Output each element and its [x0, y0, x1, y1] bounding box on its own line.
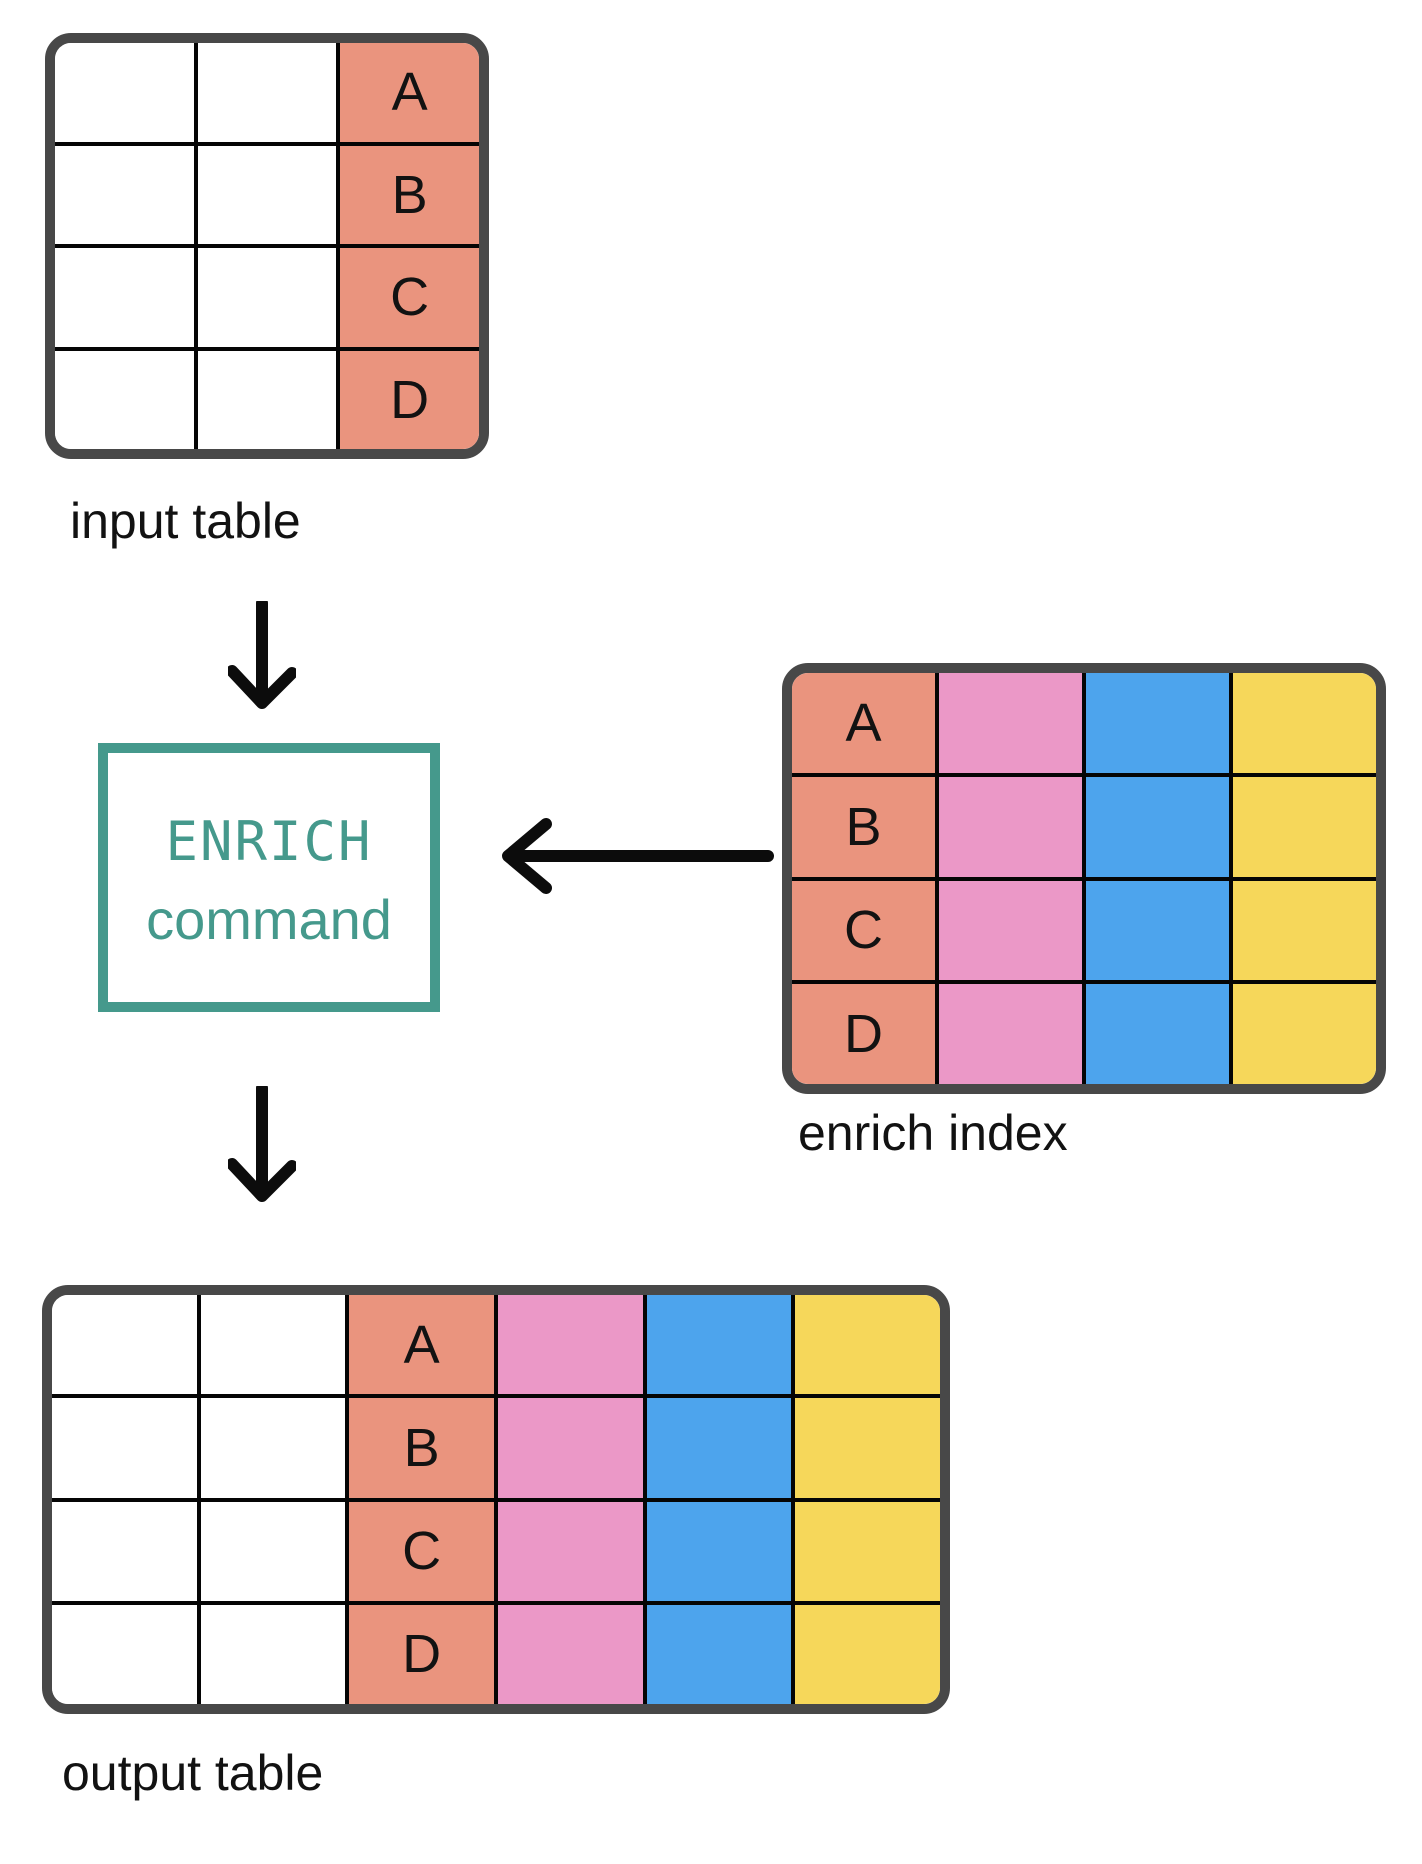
table-cell: [200, 1394, 346, 1497]
table-cell: [795, 1394, 940, 1497]
table-cell: [1086, 980, 1229, 1084]
table-cell: [55, 346, 194, 450]
table-cell: [939, 876, 1082, 981]
table-cell: [647, 1295, 792, 1394]
table-column-white: [193, 43, 337, 450]
down-arrow-icon: [228, 1086, 296, 1202]
table-cell: [939, 673, 1082, 773]
table-cell: [1233, 980, 1376, 1084]
table-cell: [201, 1295, 346, 1394]
table-cell: [197, 346, 337, 450]
table-cell: [939, 772, 1082, 877]
table-cell: [200, 1600, 346, 1704]
table-cell: [52, 1394, 197, 1497]
table-cell: [498, 1394, 643, 1497]
table-cell: [197, 244, 337, 347]
table-cell: [1086, 772, 1229, 877]
enrich-command-keyword: ENRICH: [165, 809, 373, 873]
table-cell: [1233, 876, 1376, 981]
table-cell: [55, 244, 194, 347]
table-cell: D: [792, 980, 935, 1084]
table-column-blue: [642, 1295, 792, 1704]
table-cell: [1233, 772, 1376, 877]
table-cell: B: [792, 772, 935, 877]
table-cell: A: [391, 62, 428, 123]
table-cell: [646, 1600, 792, 1704]
enrich-command-word: command: [146, 887, 392, 951]
table-column-white: [196, 1295, 346, 1704]
table-cell: B: [349, 1394, 495, 1497]
down-arrow-stroke: [228, 601, 296, 709]
enrich-index-label: enrich index: [798, 1105, 1068, 1161]
table-cell: [197, 141, 337, 245]
table-cell: C: [792, 876, 935, 981]
input-table-label: input table: [70, 493, 301, 549]
table-cell: [795, 1497, 940, 1601]
table-cell: [55, 43, 194, 142]
table-cell: [55, 141, 194, 245]
table-column-white: [55, 43, 194, 449]
table-cell: D: [349, 1600, 495, 1704]
table-cell: D: [340, 346, 479, 450]
table-cell: [52, 1295, 197, 1394]
table-column-yellow: [1229, 673, 1376, 1084]
left-arrow-stroke: [502, 818, 774, 894]
table-cell: [1086, 876, 1229, 981]
table-cell: [498, 1497, 643, 1601]
left-arrow-icon: [502, 818, 774, 894]
table-cell: B: [340, 141, 479, 245]
table-cell: [498, 1295, 643, 1394]
table-cell: [795, 1600, 940, 1704]
table-column-white: [52, 1295, 197, 1704]
table-column-pink: [935, 673, 1082, 1084]
table-cell: [646, 1497, 792, 1601]
enrich-command-box: ENRICH command: [98, 743, 440, 1012]
table-cell: A: [403, 1314, 440, 1375]
table-cell: C: [340, 244, 479, 347]
table-cell: [198, 43, 337, 142]
table-column-pink: [494, 1295, 643, 1704]
table-cell: [52, 1600, 197, 1704]
table-cell: C: [349, 1497, 495, 1601]
table-cell: [52, 1497, 197, 1601]
table-cell: [498, 1600, 643, 1704]
table-cell: [1086, 673, 1229, 773]
table-cell: A: [845, 692, 882, 753]
table-cell: [200, 1497, 346, 1601]
table-column-blue: [1082, 673, 1229, 1084]
down-arrow-icon: [228, 601, 296, 709]
table-cell: [1233, 673, 1376, 773]
table-cell: [795, 1295, 940, 1394]
down-arrow-stroke: [228, 1086, 296, 1202]
output-table-label: output table: [62, 1745, 324, 1801]
table-column-yellow: [791, 1295, 940, 1704]
table-cell: [939, 980, 1082, 1084]
table-cell: [646, 1394, 792, 1497]
